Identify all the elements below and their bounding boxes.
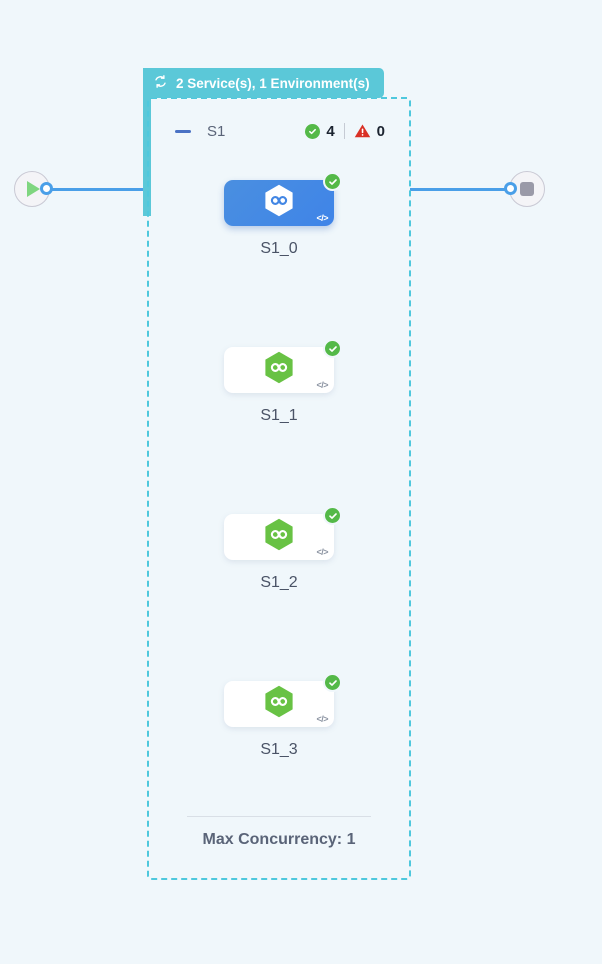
error-count: 0	[376, 122, 385, 140]
code-brackets-icon[interactable]: </>	[316, 714, 328, 724]
code-brackets-icon[interactable]: </>	[316, 213, 328, 223]
nodejs-hexagon-icon	[264, 518, 294, 556]
check-circle-icon	[323, 172, 342, 191]
node-card-group[interactable]: </> S1_3	[224, 673, 342, 759]
start-node-connector[interactable]	[40, 182, 53, 195]
minus-icon[interactable]	[175, 129, 191, 133]
warning-triangle-icon	[354, 123, 371, 139]
footer-divider	[187, 816, 371, 817]
stop-icon	[520, 182, 534, 196]
code-brackets-icon[interactable]: </>	[316, 547, 328, 557]
node-label: S1_2	[260, 574, 298, 591]
status-divider	[343, 123, 345, 139]
play-icon	[27, 181, 40, 197]
node-label: S1_1	[260, 407, 298, 424]
edge-start-to-group	[44, 188, 148, 191]
service-status-group: 4 0	[305, 123, 385, 140]
nodejs-hexagon-icon	[264, 184, 294, 222]
edge-group-to-end	[410, 188, 515, 191]
code-brackets-icon[interactable]: </>	[316, 380, 328, 390]
node-card[interactable]: </>	[224, 673, 342, 727]
check-circle-icon	[323, 506, 342, 525]
nodejs-hexagon-icon	[264, 351, 294, 389]
group-header-label: 2 Service(s), 1 Environment(s)	[176, 75, 370, 91]
check-circle-icon	[305, 123, 321, 139]
group-header-badge[interactable]: 2 Service(s), 1 Environment(s)	[143, 68, 384, 98]
service-name: S1	[207, 122, 226, 140]
service-header-row[interactable]: S1 4 0	[175, 118, 385, 144]
node-label: S1_0	[260, 240, 298, 257]
group-container[interactable]	[147, 97, 411, 880]
node-card[interactable]: </>	[224, 506, 342, 560]
check-circle-icon	[323, 673, 342, 692]
node-card[interactable]: </>	[224, 172, 342, 226]
node-card[interactable]: </>	[224, 339, 342, 393]
node-card-group[interactable]: </> S1_0	[224, 172, 342, 258]
node-card-group[interactable]: </> S1_1	[224, 339, 342, 425]
node-card-group[interactable]: </> S1_2	[224, 506, 342, 592]
max-concurrency-label: Max Concurrency: 1	[202, 831, 356, 848]
ok-count: 4	[326, 122, 335, 140]
end-node-connector[interactable]	[504, 182, 517, 195]
node-label: S1_3	[260, 741, 298, 758]
sync-icon	[153, 74, 168, 92]
check-circle-icon	[323, 339, 342, 358]
nodejs-hexagon-icon	[264, 685, 294, 723]
